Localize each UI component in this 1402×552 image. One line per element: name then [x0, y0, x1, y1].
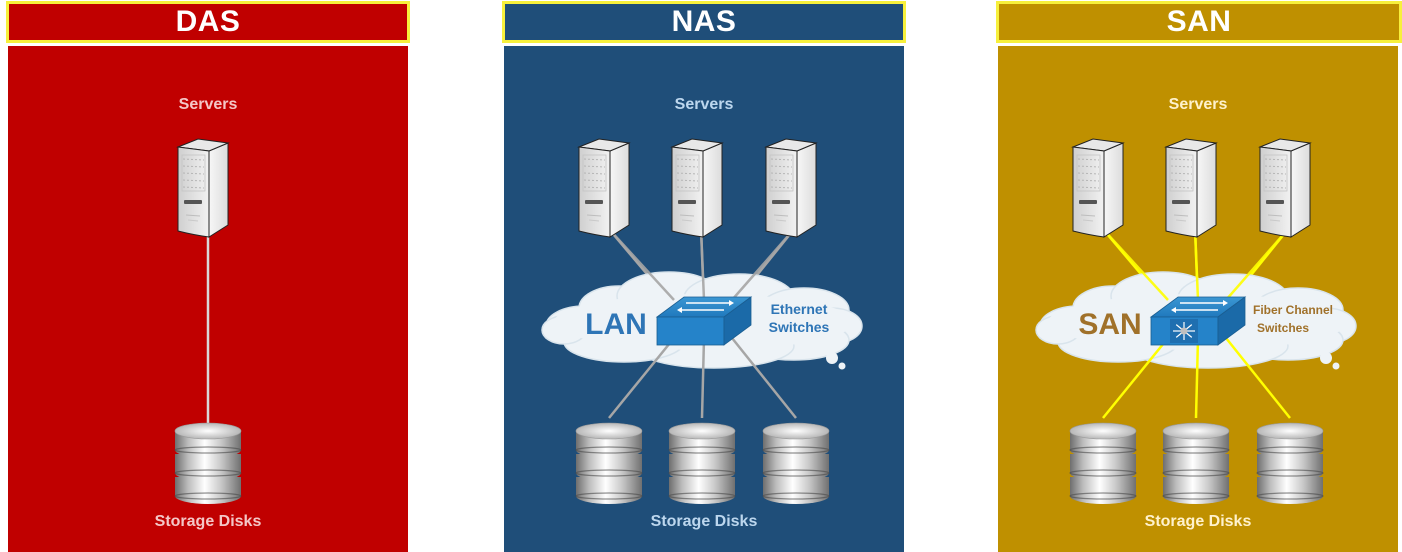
- connection-line: [699, 227, 706, 301]
- storage-disk-icon: [575, 422, 643, 504]
- storage-disk-icon: [1069, 422, 1137, 504]
- server-icon: [176, 138, 230, 238]
- connection-line: [1102, 337, 1169, 419]
- storage-disk-icon: [174, 422, 242, 504]
- switch-label-line2: Switches: [769, 319, 830, 335]
- storage-disk-icon: [668, 422, 736, 504]
- connection-line: [731, 227, 796, 301]
- network-cloud-icon: [541, 271, 863, 370]
- connection-line: [1194, 337, 1200, 419]
- nas-header: NAS: [502, 1, 906, 43]
- nas-servers-label: Servers: [674, 96, 734, 113]
- ethernet-switch-icon: [655, 296, 753, 346]
- storage-disk-icon: [762, 422, 830, 504]
- das-servers-label: Servers: [178, 96, 238, 113]
- connection-line: [700, 337, 706, 419]
- server-icon: [577, 138, 631, 238]
- fiber-channel-switch-icon: [1149, 296, 1247, 346]
- connection-line: [731, 337, 797, 419]
- cloud-label: LAN: [585, 308, 647, 341]
- das-storage-label: Storage Disks: [154, 513, 262, 530]
- cloud-label: SAN: [1078, 308, 1141, 341]
- server-icon: [670, 138, 724, 238]
- san-servers-label: Servers: [1168, 96, 1228, 113]
- switch-label-line1: Fiber Channel: [1253, 303, 1333, 317]
- switch-label-line2: Switches: [1257, 321, 1309, 335]
- connection-line: [608, 337, 675, 419]
- das-diagram: [174, 138, 242, 504]
- storage-disk-icon: [1162, 422, 1230, 504]
- nas-storage-label: Storage Disks: [650, 513, 758, 530]
- server-icon: [764, 138, 818, 238]
- switch-label-line1: Ethernet: [771, 301, 828, 317]
- das-title: DAS: [175, 5, 241, 38]
- san-header: SAN: [996, 1, 1402, 43]
- connection-line: [1225, 227, 1290, 301]
- connection-line: [1101, 227, 1169, 301]
- nas-title: NAS: [671, 5, 737, 38]
- server-icon: [1071, 138, 1125, 238]
- server-icon: [1164, 138, 1218, 238]
- das-header: DAS: [6, 1, 410, 43]
- san-title: SAN: [1166, 5, 1232, 38]
- connection-line: [1225, 337, 1291, 419]
- storage-disk-icon: [1256, 422, 1324, 504]
- san-storage-label: Storage Disks: [1144, 513, 1252, 530]
- connection-line: [607, 227, 675, 301]
- connection-line: [1193, 227, 1200, 301]
- das-panel: DAS Servers Storage Disks: [6, 0, 410, 552]
- server-icon: [1258, 138, 1312, 238]
